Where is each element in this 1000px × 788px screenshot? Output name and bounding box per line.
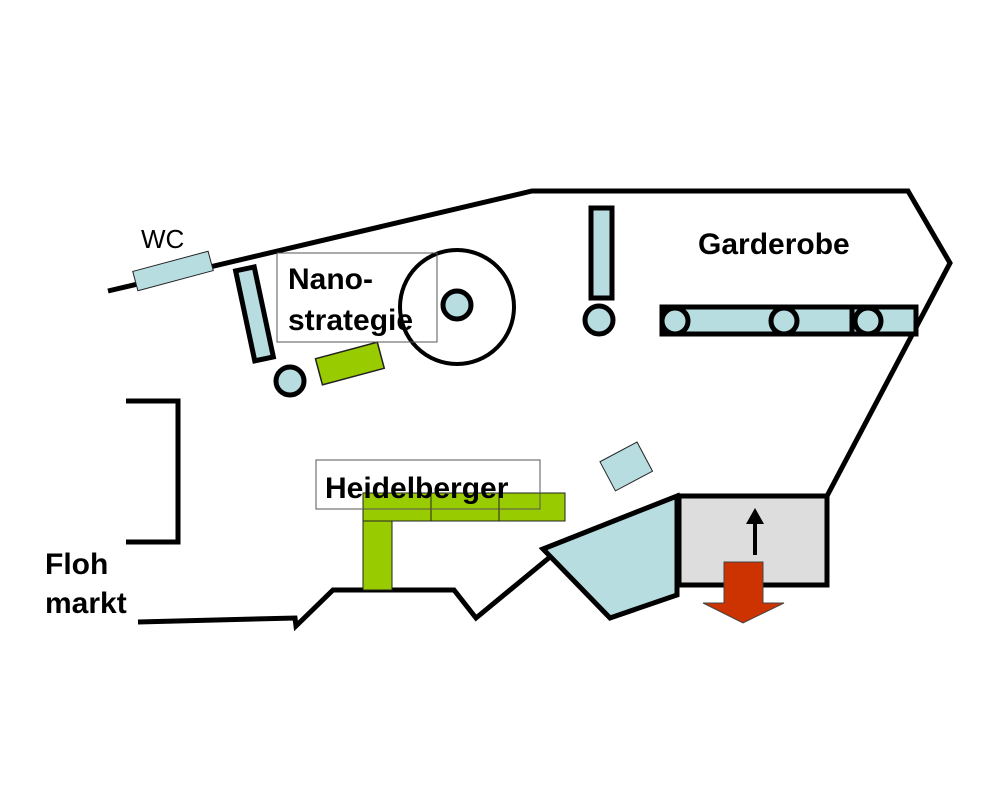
wc-label: WC (141, 224, 184, 254)
heidelberger-label-box (315, 459, 541, 510)
small-tilted-table (599, 441, 654, 492)
flohmarkt-label-line2: markt (45, 587, 127, 620)
heidelberger-stand-vertical (362, 519, 393, 591)
heidelberger-segment-1 (362, 492, 432, 522)
center-vertical-table (588, 205, 615, 301)
heidelberger-segment-3 (498, 492, 566, 522)
nano-label-line2: strategie (288, 304, 413, 337)
heidelberger-segment-2 (430, 492, 500, 522)
wc-table (132, 250, 214, 292)
nano-label-box (276, 252, 438, 343)
nano-green-stand (314, 341, 386, 386)
flohmarkt-bracket-wall (126, 398, 181, 545)
arrow-up-icon (746, 508, 764, 555)
heidelberger-label: Heidelberger (325, 472, 509, 505)
flohmarkt-label-line1: Floh (45, 548, 108, 581)
nano-table-tilted (232, 263, 277, 364)
garderobe-stool-1 (659, 305, 691, 337)
garderobe-stool-2 (768, 305, 800, 337)
center-stool (582, 303, 616, 337)
north-wall (107, 188, 953, 498)
garderobe-counter (659, 304, 855, 337)
south-wall (137, 555, 552, 632)
round-table-ring (398, 248, 516, 366)
arrow-down-icon (702, 561, 785, 624)
entrance-counter (538, 492, 680, 621)
garderobe-stool-3 (852, 305, 884, 337)
round-table-center (440, 288, 474, 322)
garderobe-label: Garderobe (698, 228, 850, 261)
nano-label-line1: Nano- (288, 263, 373, 296)
nano-stool (273, 364, 307, 398)
